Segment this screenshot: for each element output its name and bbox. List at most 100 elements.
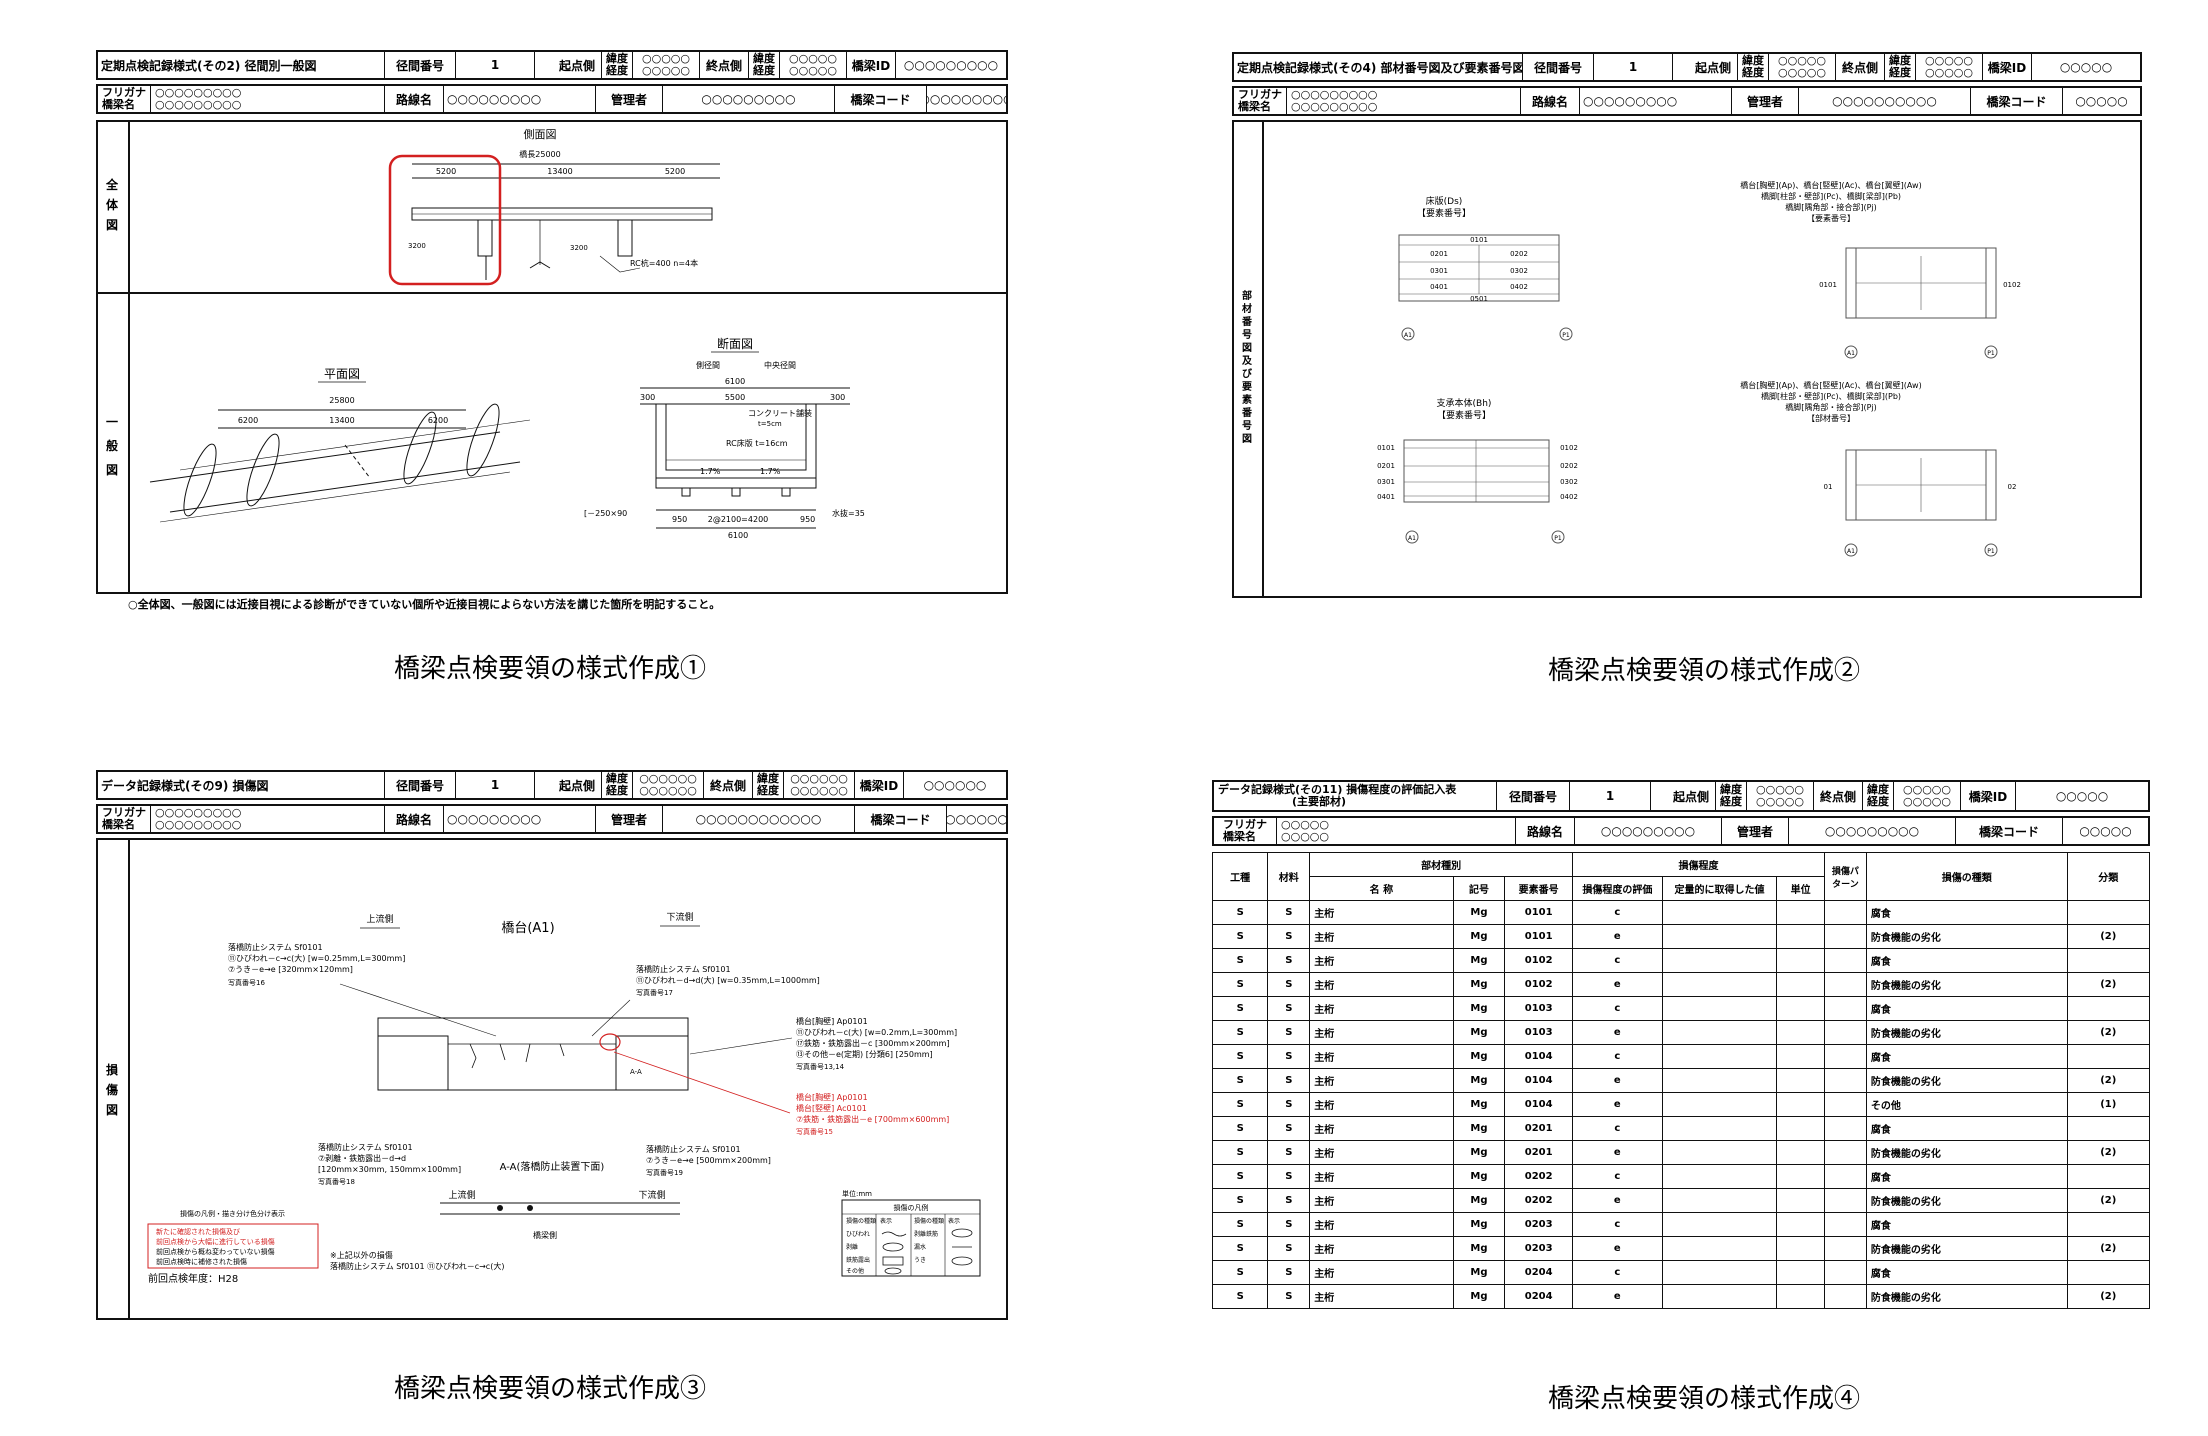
dim-plan-2: 6200 [428,416,448,425]
bridge-length: 橋長25000 [519,149,560,159]
svg-text:A1: A1 [1404,332,1412,339]
end-lon: ○○○○○ [789,64,837,77]
form3-panel: データ記録様式(その9) 損傷図 径間番号 1 起点側 緯度経度 ○○○○○○○… [0,718,1104,1436]
svg-text:新たに確認された損傷及び: 新たに確認された損傷及び [156,1227,240,1236]
svg-text:落橋防止システム Sf0101 ⑪ひびわれ－c→c(大): 落橋防止システム Sf0101 ⑪ひびわれ－c→c(大) [330,1261,504,1271]
table-cell: Mg [1452,1044,1506,1069]
table-cell: 0203 [1504,1212,1573,1237]
svg-text:0202: 0202 [1510,250,1528,258]
svg-text:P1: P1 [1987,350,1995,357]
col-koushu: 工種 [1211,852,1269,901]
svg-text:⑰鉄筋・鉄筋露出－c [300mm×200mm]: ⑰鉄筋・鉄筋露出－c [300mm×200mm] [796,1038,950,1048]
table-cell [1776,1188,1825,1213]
table-cell: S [1267,1020,1311,1045]
table-cell: S [1267,1284,1311,1309]
end-label: 終点側 [704,772,753,798]
table-cell [1776,1260,1825,1285]
table-cell: c [1571,948,1663,973]
table-cell: 防食機能の劣化 [1865,1188,2068,1213]
svg-text:⑦うき－e→e [500mm×200mm]: ⑦うき－e→e [500mm×200mm] [646,1156,771,1165]
table-cell: c [1571,996,1663,1021]
name-value: ○○○○○ [1281,830,1329,843]
code-value: ○○○○○○ [947,812,1006,826]
span-value: 1 [1594,54,1673,80]
end-lon: ○○○○○ [1925,66,1973,79]
side-overall-label: 全体図 [106,178,119,232]
svg-text:前回点検から概ね変わっていない損傷: 前回点検から概ね変わっていない損傷 [156,1247,275,1256]
admin-value: ○○○○○○○○○○○○ [663,806,855,832]
table-cell: (2) [2066,1140,2151,1165]
svg-text:写真番号16: 写真番号16 [228,978,265,987]
svg-text:⑬その他－e(定期) [分類6] [250mm]: ⑬その他－e(定期) [分類6] [250mm] [796,1049,933,1059]
svg-text:損傷の凡例: 損傷の凡例 [894,1203,929,1212]
svg-text:その他: その他 [846,1267,864,1275]
table-cell: (2) [2066,1236,2151,1261]
table-cell [1776,948,1825,973]
table-cell: S [1267,1188,1311,1213]
concrete-label: コンクリート舗装 [748,408,812,418]
slope-left: 1.7% [700,467,721,476]
lat-label: 緯度 [606,52,628,65]
table-cell: Mg [1452,948,1506,973]
table-cell: S [1267,1212,1311,1237]
table-cell: 腐食 [1865,948,2068,973]
admin-label: 管理者 [596,806,663,832]
svg-text:0101: 0101 [1377,444,1395,452]
form4-header-row1: データ記録様式(その11) 損傷程度の評価記入表(主要部材) 径間番号 1 起点… [1212,780,2150,812]
end-lon: ○○○○○○ [790,784,848,797]
table-cell: Mg [1452,972,1506,997]
svg-text:0102: 0102 [2003,281,2021,289]
table-cell [1776,1212,1825,1237]
table-cell: (1) [2066,1092,2151,1117]
table-cell: S [1267,972,1311,997]
table-cell: Mg [1452,1188,1506,1213]
span-value: 1 [456,52,535,78]
table-cell [1661,1212,1778,1237]
start-lat: ○○○○○ [1756,783,1804,796]
svg-text:下流側: 下流側 [638,1189,665,1201]
pier-label: RC杭=400 n=4本 [630,258,698,268]
svg-text:写真番号18: 写真番号18 [318,1177,355,1186]
start-label: 起点側 [553,52,602,78]
col-buzai: 部材種別 [1309,852,1573,877]
table-cell: 0101 [1504,900,1573,925]
svg-text:表示: 表示 [948,1217,960,1225]
table-cell [1661,1140,1778,1165]
svg-text:⑪ひびわれ－d→d(大) [w=0.35mm,L=1000m: ⑪ひびわれ－d→d(大) [w=0.35mm,L=1000mm] [636,975,820,985]
svg-text:漏水: 漏水 [914,1243,926,1251]
table-cell [1661,996,1778,1021]
table-cell: 0101 [1504,924,1573,949]
form3-title: データ記録様式(その9) 損傷図 [98,772,385,798]
svg-text:写真番号13,14: 写真番号13,14 [796,1062,845,1071]
id-value: ○○○○○ [2055,789,2109,803]
table-cell: S [1267,1236,1311,1261]
col-sonsho: 損傷程度 [1571,852,1825,877]
main-sub: 【要素番号】 [1437,409,1491,421]
col-youso: 要素番号 [1504,876,1573,901]
svg-text:[120mm×30mm, 150mm×100mm]: [120mm×30mm, 150mm×100mm] [318,1165,461,1174]
table-cell: 0202 [1504,1164,1573,1189]
svg-text:P1: P1 [1987,548,1995,555]
table-cell [1776,1020,1825,1045]
table-cell [1776,972,1825,997]
table-cell: S [1267,1092,1311,1117]
code-value: ○○○○○ [2079,824,2132,838]
downstream-label: 下流側 [666,911,693,923]
table-cell: (2) [2066,1020,2151,1045]
svg-text:A1: A1 [1847,350,1855,357]
table-cell: 防食機能の劣化 [1865,924,2068,949]
form3-drawings: 上流側 下流側 橋台(A1) 落橋防止システム Sf0101 ⑪ひびわれ－c→c… [147,911,981,1285]
svg-text:P1: P1 [1562,332,1570,339]
table-cell: (2) [2066,972,2151,997]
span-label: 径間番号 [385,52,456,78]
table-cell [2066,996,2151,1021]
section-dim-total: 6100 [725,377,745,386]
svg-text:0302: 0302 [1560,478,1578,486]
prev-year: 前回点検年度：H28 [148,1272,238,1285]
